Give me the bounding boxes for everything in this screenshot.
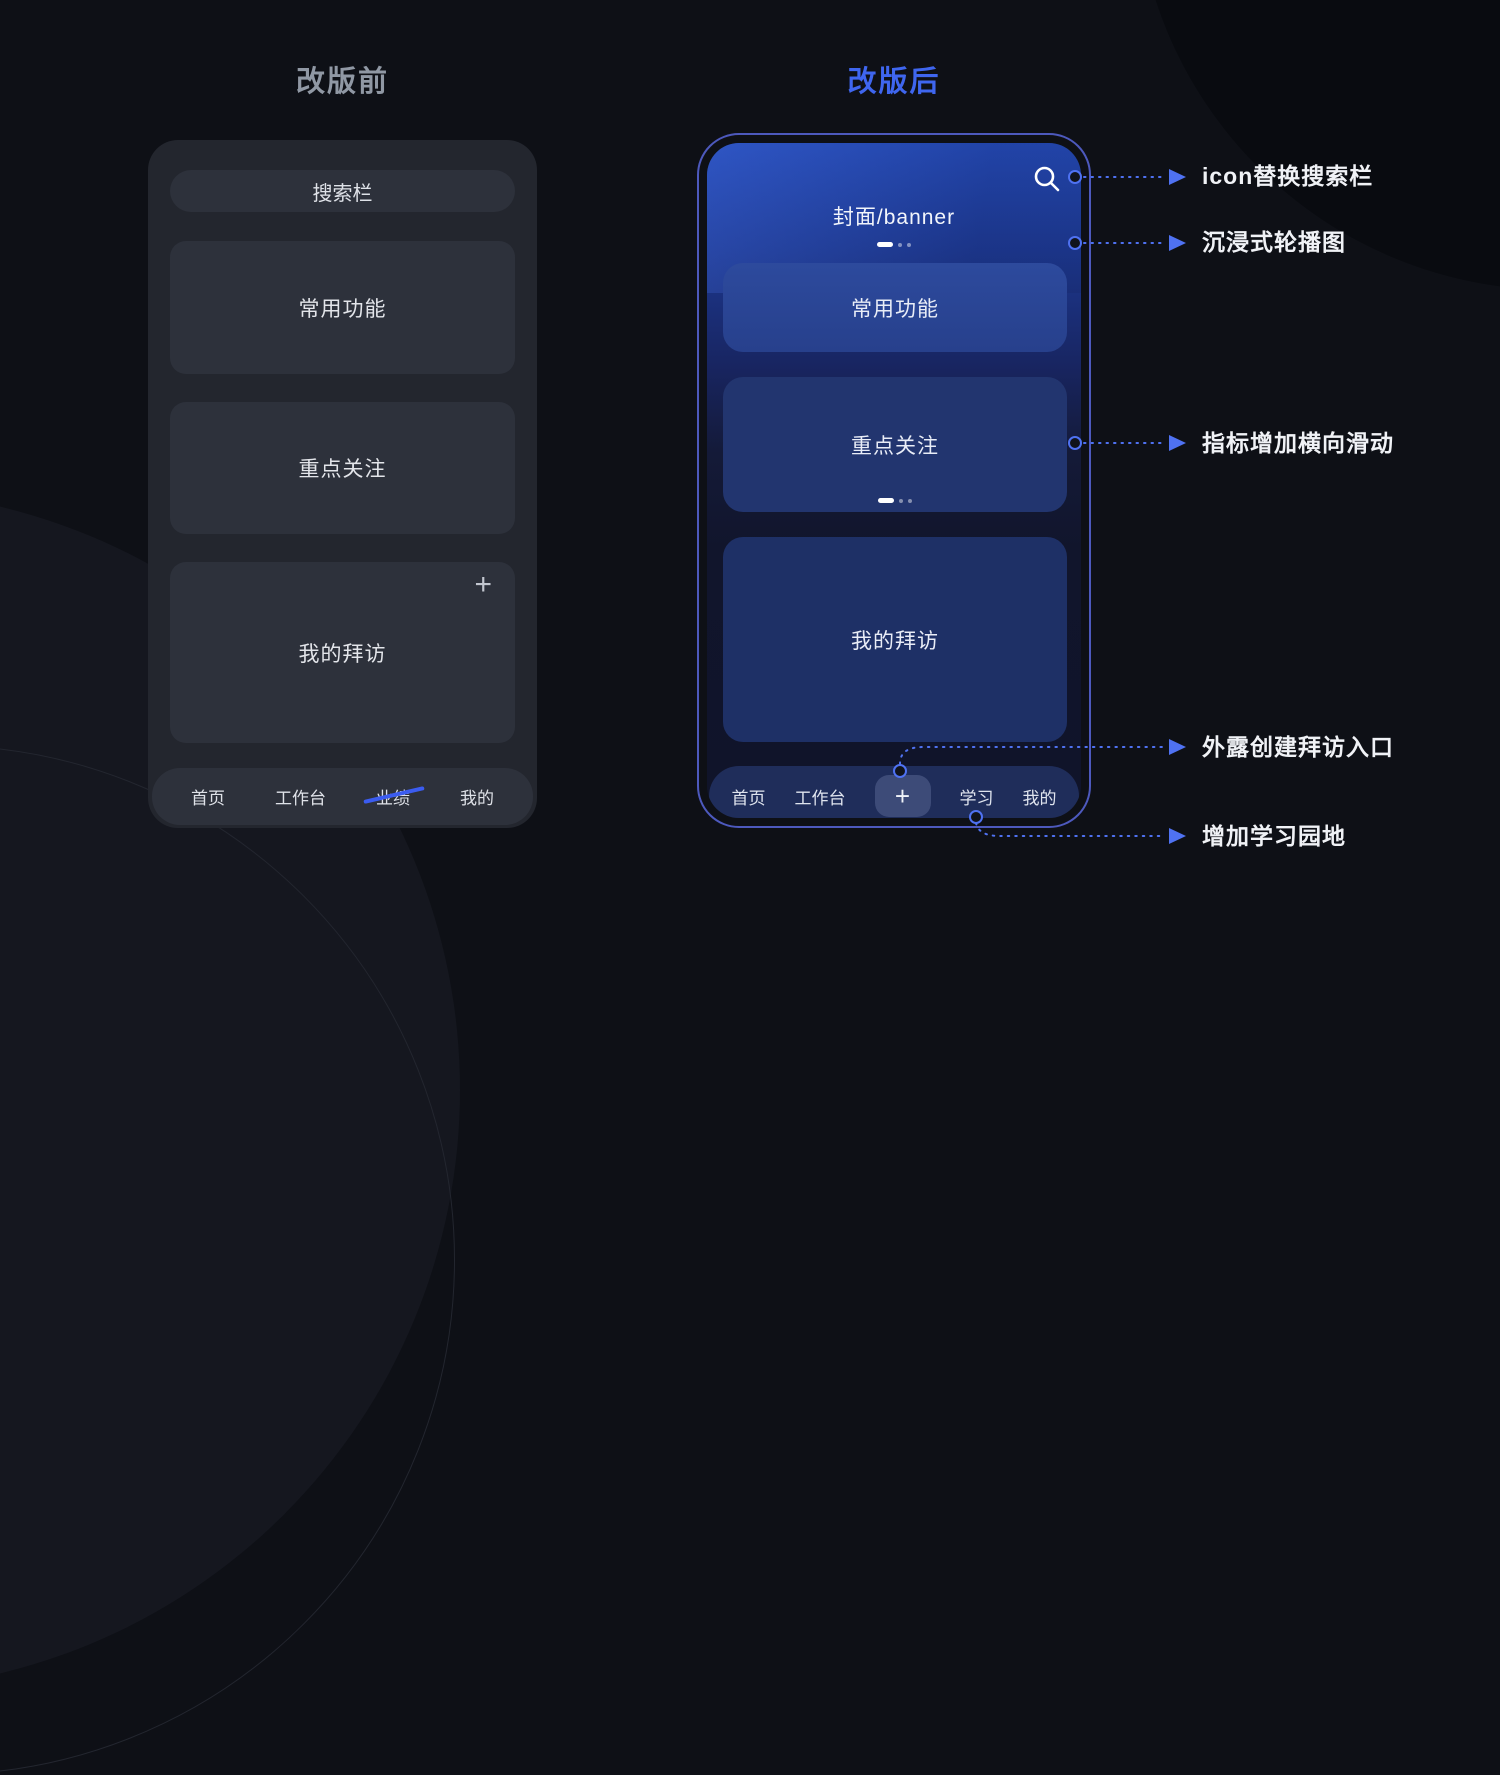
card-common-functions[interactable]: 常用功能: [170, 241, 515, 374]
carousel-dot: [899, 498, 903, 503]
arrowhead: [1169, 739, 1186, 755]
before-tab-bar: 首页 工作台 业绩 我的: [152, 768, 533, 825]
after-title: 改版后: [847, 66, 941, 98]
banner-carousel-dots[interactable]: [877, 242, 911, 247]
card-my-visits-label: 我的拜访: [298, 642, 387, 666]
annotation-icon-replaces-search: icon替换搜索栏: [1202, 163, 1374, 189]
after-phone-screen: 封面/banner 常用功能 重点关注 我的拜访 首页 工作台 + 学习 我的: [707, 143, 1081, 818]
after-phone-frame: 封面/banner 常用功能 重点关注 我的拜访 首页 工作台 + 学习 我的: [697, 133, 1091, 828]
arrowhead: [1169, 435, 1186, 451]
search-icon[interactable]: [1033, 165, 1061, 193]
arrowhead: [1169, 169, 1186, 185]
annotation-exposed-create-visit-entry: 外露创建拜访入口: [1202, 734, 1394, 760]
tab-performance-struck[interactable]: 业绩: [363, 784, 425, 809]
card-key-focus[interactable]: 重点关注: [170, 402, 515, 534]
carousel-dot: [907, 242, 911, 247]
banner-label: 封面/banner: [832, 206, 956, 229]
tab-mine[interactable]: 我的: [460, 789, 494, 808]
card-key-focus[interactable]: 重点关注: [723, 377, 1067, 512]
tab-home[interactable]: 首页: [191, 789, 225, 808]
before-title: 改版前: [295, 66, 389, 98]
annotation-add-learning-area: 增加学习园地: [1202, 823, 1346, 849]
arrowhead: [1169, 828, 1186, 844]
tab-learning[interactable]: 学习: [959, 788, 994, 808]
carousel-dot-active: [877, 242, 893, 247]
tab-workbench[interactable]: 工作台: [794, 788, 846, 808]
search-bar[interactable]: 搜索栏: [170, 170, 515, 212]
annotation-horizontal-slide-metrics: 指标增加横向滑动: [1202, 430, 1394, 456]
annotation-immersive-carousel: 沉浸式轮播图: [1202, 229, 1346, 255]
add-visit-button[interactable]: +: [874, 775, 931, 817]
arrowhead: [1169, 235, 1186, 251]
carousel-dot: [908, 498, 912, 503]
before-phone-mockup: 搜索栏 常用功能 重点关注 + 我的拜访 首页 工作台 业绩 我的: [148, 140, 537, 828]
card-key-focus-label: 重点关注: [851, 434, 939, 458]
tab-home[interactable]: 首页: [731, 788, 766, 808]
carousel-dot-active: [878, 498, 894, 503]
plus-icon[interactable]: +: [474, 568, 493, 601]
tab-mine[interactable]: 我的: [1022, 788, 1057, 808]
after-tab-bar: 首页 工作台 + 学习 我的: [709, 766, 1079, 818]
card-my-visits[interactable]: 我的拜访: [723, 537, 1067, 742]
carousel-dot: [898, 242, 902, 247]
card-my-visits[interactable]: + 我的拜访: [170, 562, 515, 743]
card-carousel-dots[interactable]: [878, 498, 912, 503]
tab-workbench[interactable]: 工作台: [275, 789, 326, 808]
card-common-functions[interactable]: 常用功能: [723, 263, 1067, 352]
